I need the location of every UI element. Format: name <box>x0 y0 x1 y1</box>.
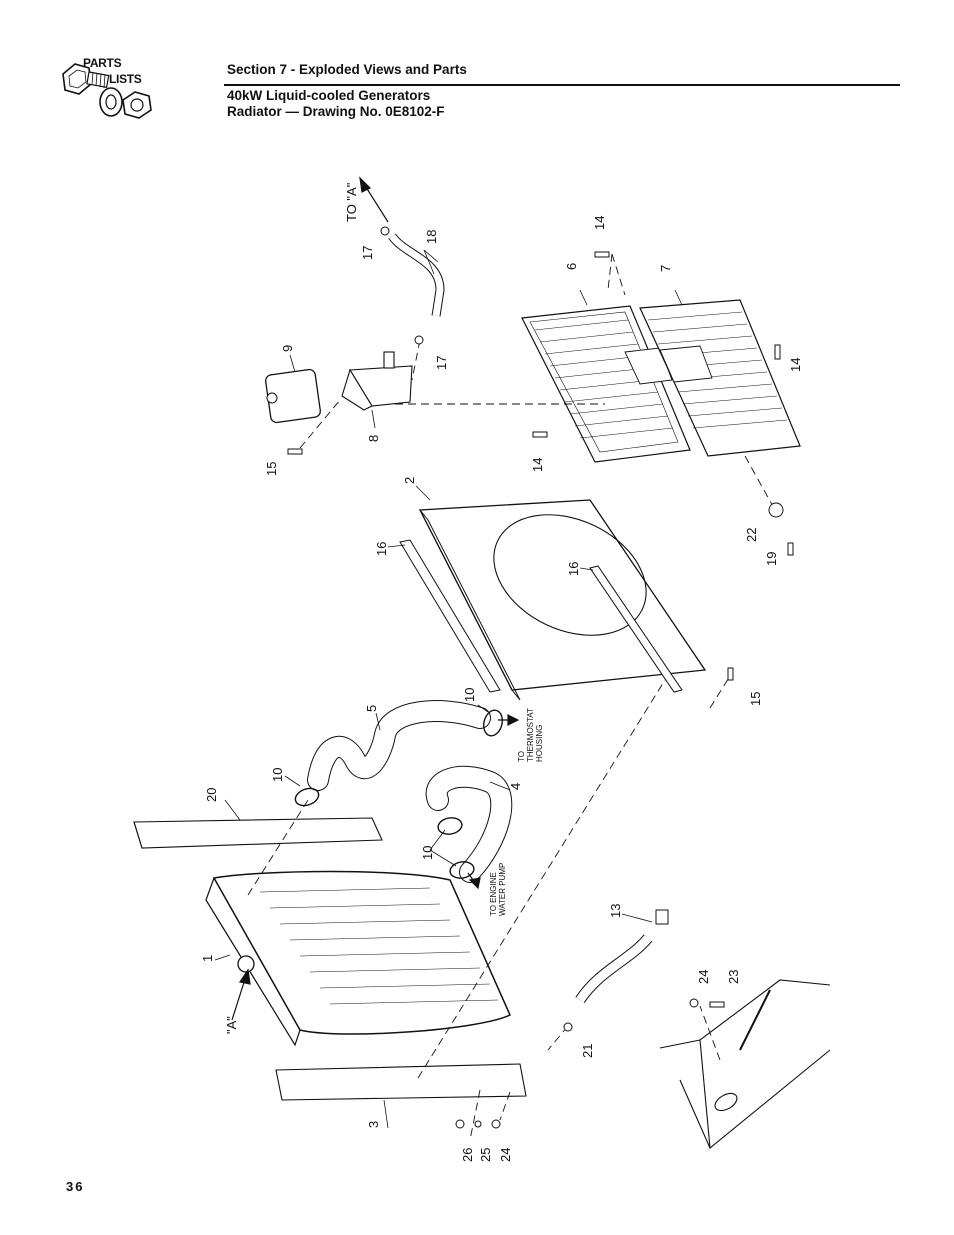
logo-text-parts: PARTS <box>83 56 122 70</box>
callout-24b: 24 <box>498 1148 513 1162</box>
callout-17a: 17 <box>360 246 375 260</box>
callout-24a: 24 <box>696 970 711 984</box>
callout-3: 3 <box>366 1121 381 1128</box>
callout-15b: 15 <box>748 692 763 706</box>
callout-8: 8 <box>366 435 381 442</box>
callout-14c: 14 <box>530 458 545 472</box>
part-9-overflow-tank <box>265 368 321 424</box>
callout-21: 21 <box>580 1044 595 1058</box>
base-frame-section <box>659 979 831 1149</box>
callout-2: 2 <box>402 477 417 484</box>
callout-1: 1 <box>200 955 215 962</box>
note-water-pump-2: WATER PUMP <box>498 863 507 916</box>
part-7-grille-lower <box>639 299 801 457</box>
callout-7: 7 <box>658 265 673 272</box>
callout-6: 6 <box>564 263 579 270</box>
callout-25: 25 <box>478 1148 493 1162</box>
part-8-tank-bracket <box>341 351 413 411</box>
header-rule <box>224 84 900 86</box>
callout-14b: 14 <box>788 358 803 372</box>
callout-26: 26 <box>460 1148 475 1162</box>
callout-to-A: TO "A" <box>344 182 359 222</box>
part-1-radiator <box>205 870 511 1047</box>
part-3-bottom-bracket <box>275 1063 527 1101</box>
callout-20: 20 <box>204 788 219 802</box>
callout-18: 18 <box>424 230 439 244</box>
callout-A: "A" <box>224 1016 239 1034</box>
callout-23: 23 <box>726 970 741 984</box>
fasteners <box>287 226 794 1129</box>
callout-13: 13 <box>608 904 623 918</box>
page-subtitle-model: 40kW Liquid-cooled Generators <box>227 88 431 103</box>
callout-16a: 16 <box>374 542 389 556</box>
callout-9: 9 <box>280 345 295 352</box>
leader-lines <box>214 249 683 1129</box>
page-number: 36 <box>66 1179 85 1194</box>
nut-bolt-icon <box>62 63 152 119</box>
callout-17b: 17 <box>434 356 449 370</box>
callout-10a: 10 <box>270 768 285 782</box>
callout-10c: 10 <box>420 846 435 860</box>
logo-text-lists: LISTS <box>109 72 142 86</box>
note-water-pump-1: TO ENGINE <box>489 872 498 916</box>
part-10-hose-clamp <box>294 709 504 879</box>
callout-19: 19 <box>764 552 779 566</box>
callout-22: 22 <box>744 528 759 542</box>
part-20-top-bracket <box>133 817 383 849</box>
callout-16b: 16 <box>566 562 581 576</box>
part-16-rail <box>399 539 683 693</box>
callout-15a: 15 <box>264 462 279 476</box>
flow-arrows <box>231 176 520 1021</box>
section-title: Section 7 - Exploded Views and Parts <box>227 62 467 77</box>
note-thermostat-3: HOUSING <box>535 725 544 762</box>
callout-4: 4 <box>508 783 523 790</box>
callout-10b: 10 <box>462 688 477 702</box>
parts-lists-logo: PARTS LISTS <box>55 52 175 132</box>
part-6-grille-upper <box>521 305 691 463</box>
callout-5: 5 <box>364 705 379 712</box>
callout-labels: 1 2 3 4 5 6 7 8 9 10 10 10 13 14 14 14 1… <box>200 182 803 1162</box>
callout-14a: 14 <box>592 216 607 230</box>
part-2-fan-shroud <box>418 499 707 701</box>
note-thermostat-2: THERMOSTAT <box>526 708 535 762</box>
note-thermostat-1: TO <box>517 751 526 762</box>
page-subtitle-drawing: Radiator — Drawing No. 0E8102-F <box>227 104 445 119</box>
